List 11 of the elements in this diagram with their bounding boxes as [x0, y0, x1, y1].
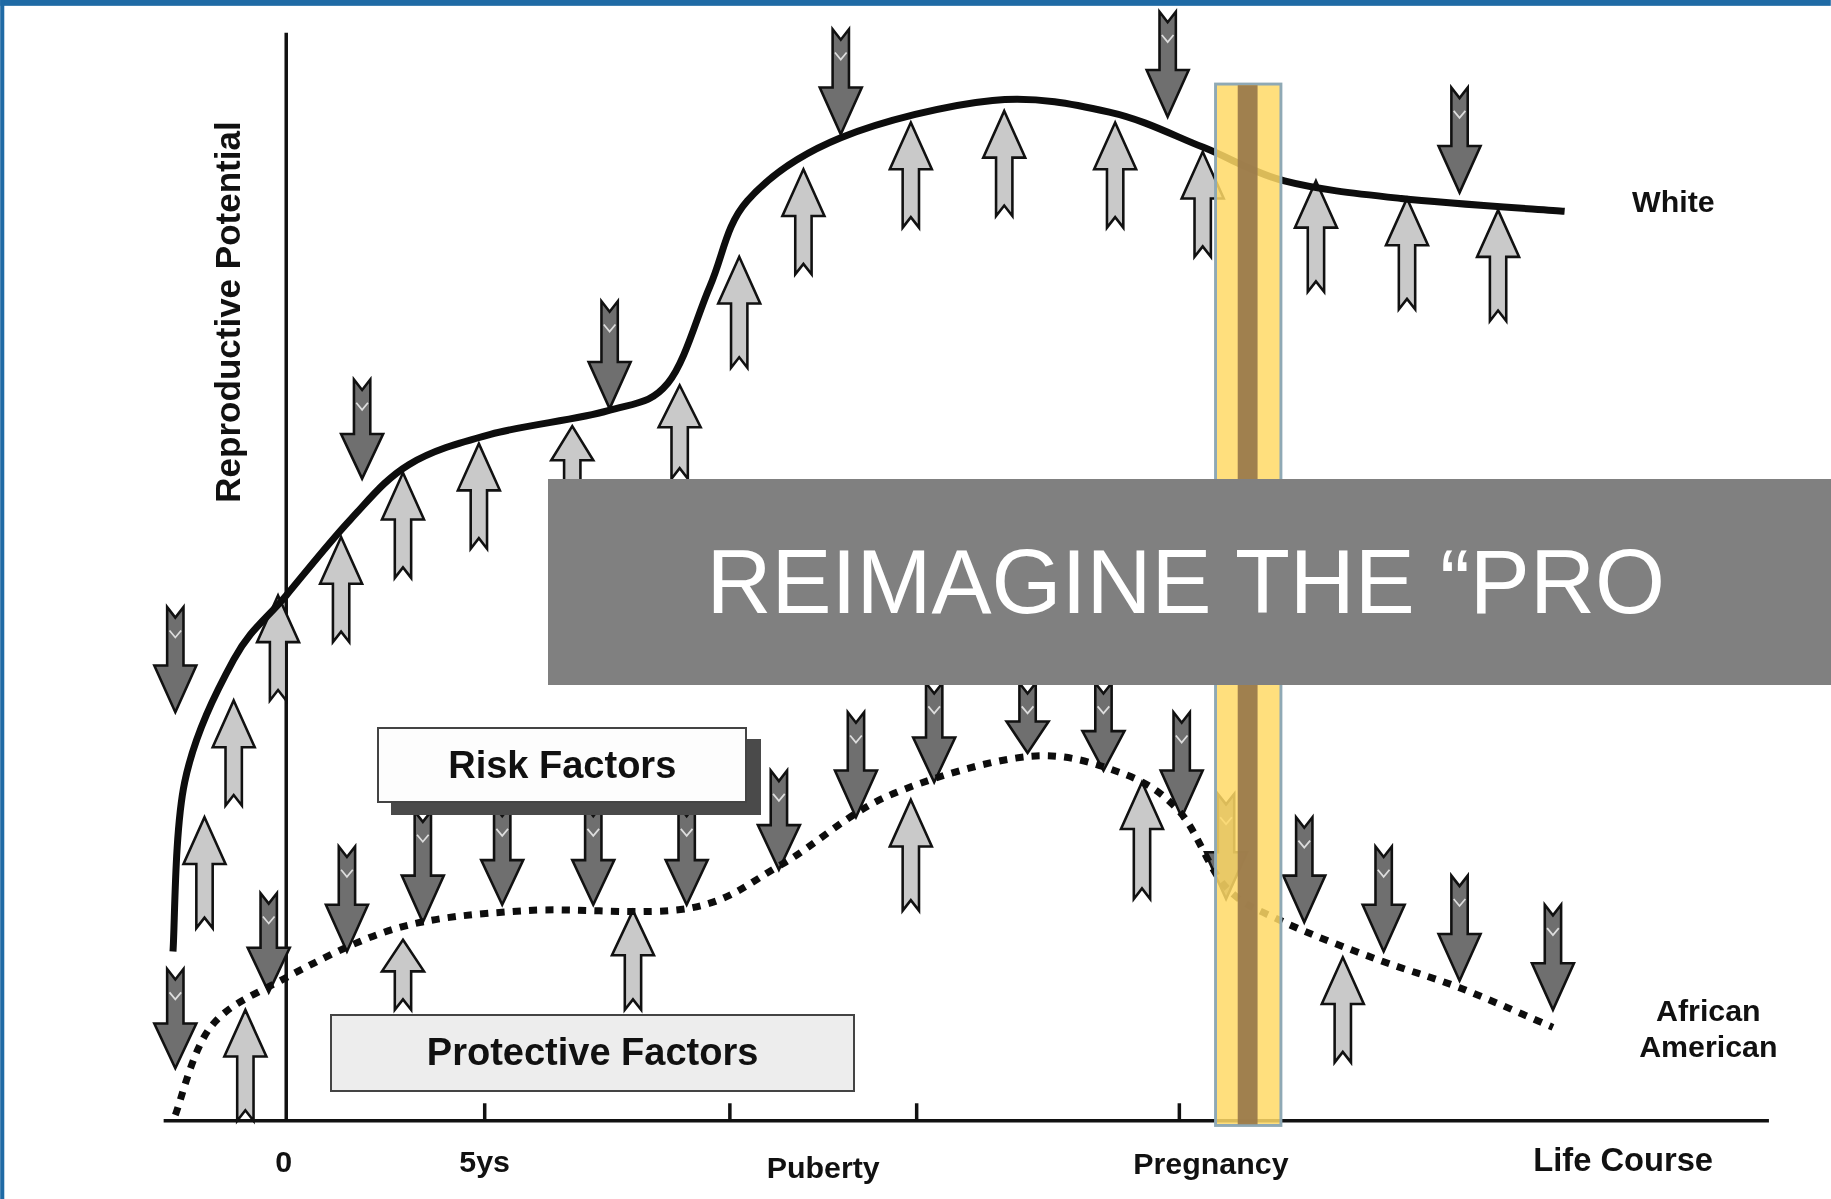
axis-label: African American	[1638, 992, 1779, 1065]
factor-box: Protective Factors	[330, 1013, 855, 1092]
axis-label: Life Course	[1533, 1139, 1714, 1180]
axis-label: 0	[275, 1143, 293, 1180]
axis-label: Puberty	[766, 1149, 880, 1186]
axis-label: Pregnancy	[1133, 1146, 1289, 1182]
factor-box: Risk Factors	[377, 727, 748, 804]
axis-title: Reproductive Potential	[206, 121, 248, 503]
axis-label: White	[1632, 183, 1715, 220]
axis-label: 5ys	[459, 1143, 510, 1180]
title-banner: REIMAGINE THE “PRO	[547, 478, 1831, 686]
